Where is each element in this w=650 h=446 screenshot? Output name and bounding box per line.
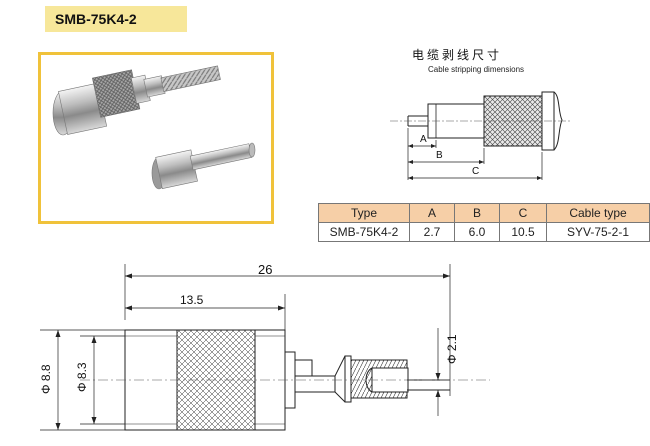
spec-table: Type A B C Cable type SMB-75K4-2 2.7 6.0… [318,203,650,242]
product-title: SMB-75K4-2 [45,6,187,32]
stripping-title-en: Cable stripping dimensions [428,65,525,74]
cell-c: 10.5 [499,222,547,242]
cell-type: SMB-75K4-2 [318,222,410,242]
header-a: A [409,203,455,223]
header-type: Type [318,203,410,223]
dim-outer-diameter: Φ 8.8 [39,364,53,394]
dim-label-b: B [436,150,443,161]
cell-cable-type: SYV-75-2-1 [546,222,650,242]
header-c: C [499,203,547,223]
stripping-title-cn: 电缆剥线尺寸 [412,48,503,62]
cell-b: 6.0 [454,222,500,242]
header-b: B [454,203,500,223]
dim-label-c: C [472,166,479,177]
dim-pin-diameter: Φ 2.1 [445,334,459,364]
spec-table-header: Type A B C Cable type [318,203,650,223]
product-photo [52,65,256,190]
dim-total-length: 26 [258,262,272,277]
spec-table-row: SMB-75K4-2 2.7 6.0 10.5 SYV-75-2-1 [318,222,650,242]
cell-a: 2.7 [409,222,455,242]
dim-inner-diameter: Φ 8.3 [75,362,89,392]
stripping-diagram: A B C [390,91,570,180]
dim-partial-length: 13.5 [180,293,204,307]
header-cable-type: Cable type [546,203,650,223]
dim-label-a: A [420,134,427,145]
connector-drawing: 26 13.5 Φ 8.8 Φ 8.3 Φ 2.1 [39,262,490,431]
product-photo-frame [38,52,274,224]
